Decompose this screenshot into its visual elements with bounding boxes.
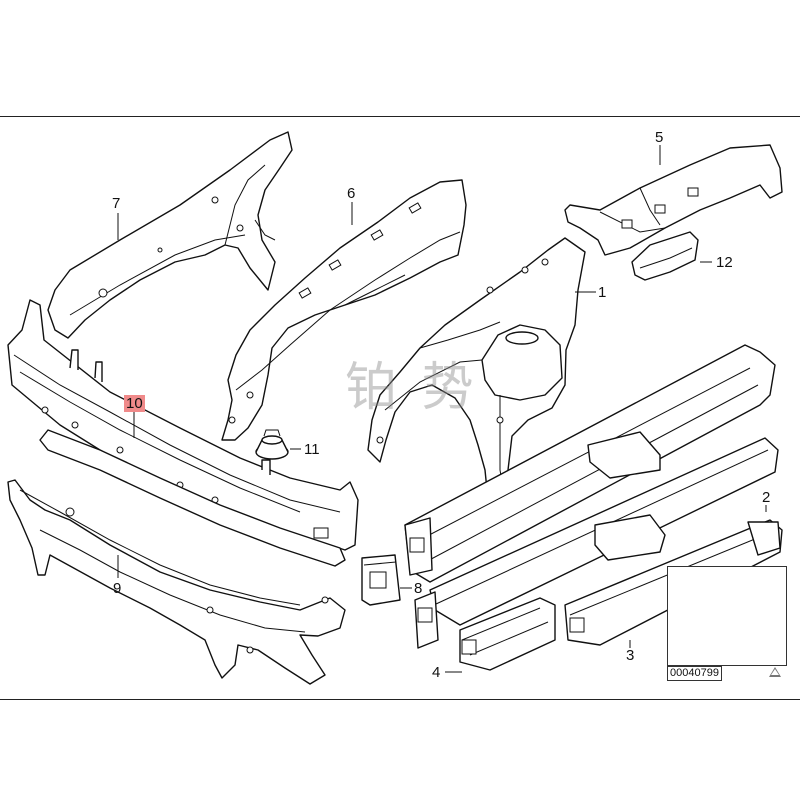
callout-2: 2 — [762, 489, 771, 506]
part-1-strut-tower — [367, 237, 586, 516]
callout-10: 10 — [124, 395, 145, 412]
watermark: 铂 势 — [345, 358, 478, 418]
callout-8: 8 — [414, 580, 423, 597]
callout-5: 5 — [655, 129, 664, 146]
leader-lines — [117, 145, 767, 673]
part-12-small-bracket — [631, 231, 699, 281]
frame-bottom-line — [0, 699, 800, 700]
part-4-box-section — [459, 597, 556, 671]
part-9-lower-carrier — [7, 429, 346, 685]
part-6-wheelhouse-rail — [221, 179, 467, 441]
frame-top-line — [0, 116, 800, 117]
callout-6: 6 — [347, 185, 356, 202]
warning-triangle-icon — [769, 667, 781, 677]
callout-12: 12 — [716, 254, 733, 271]
callout-1: 1 — [598, 284, 607, 301]
part-10-cross-member — [7, 299, 359, 551]
reference-code: 00040799 — [667, 666, 722, 681]
part-8-mounting-plate — [361, 554, 401, 606]
part-11-bump-stop — [255, 429, 289, 460]
callout-3: 3 — [626, 647, 635, 664]
part-7-wheel-arch-panel — [47, 131, 293, 339]
callout-11: 11 — [304, 441, 320, 458]
part-2-longitudinal-rails — [404, 344, 779, 649]
callout-7: 7 — [112, 195, 121, 212]
callout-9: 9 — [113, 580, 122, 597]
part-5-bracket — [564, 144, 783, 256]
callout-4: 4 — [432, 664, 441, 681]
location-inset — [667, 566, 787, 666]
